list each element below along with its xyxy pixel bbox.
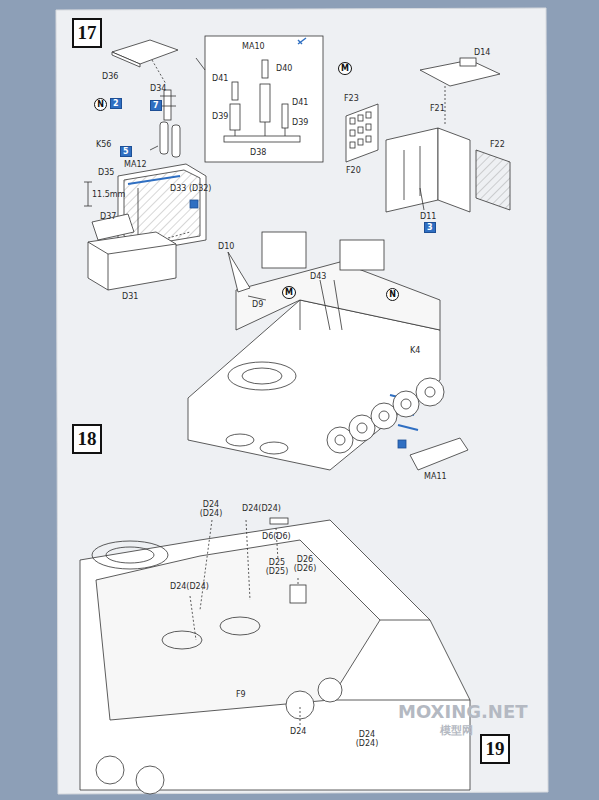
part-number: MA11 <box>424 472 447 481</box>
sequence-circle: N <box>94 98 107 111</box>
part-number: D24(D24) <box>170 582 209 591</box>
part-number: D24(D24) <box>242 504 281 513</box>
part-number: MA10 <box>242 42 265 51</box>
part-number: K4 <box>410 346 420 355</box>
sub-step-badge: 3 <box>424 222 436 233</box>
step-number-box: 18 <box>72 424 102 454</box>
part-number: D43 <box>310 272 326 281</box>
sub-step-badge: 2 <box>110 98 122 109</box>
part-number: F20 <box>346 166 361 175</box>
step-number: 18 <box>78 428 97 450</box>
part-number: D14 <box>474 48 490 57</box>
part-number: D9 <box>252 300 263 309</box>
paper-sheet <box>56 8 548 794</box>
part-number: D40 <box>276 64 292 73</box>
step-number: N <box>97 100 104 109</box>
step-number: N <box>389 290 396 299</box>
part-number: D24 (D24) <box>196 500 226 518</box>
part-number: D25 (D25) <box>262 558 292 576</box>
part-number: D37 <box>100 212 116 221</box>
part-number: F22 <box>490 140 505 149</box>
step-number: 3 <box>427 223 433 232</box>
part-number: F21 <box>430 104 445 113</box>
step-number: M <box>341 64 349 73</box>
sub-step-badge: 7 <box>150 100 162 111</box>
part-number: MA12 <box>124 160 147 169</box>
part-number: D24 <box>290 727 306 736</box>
part-number: K56 <box>96 140 111 149</box>
sub-step-badge: 5 <box>120 146 132 157</box>
part-number: D33 (D32) <box>170 184 211 193</box>
step-number: 5 <box>123 147 129 156</box>
part-number: D11 <box>420 212 436 221</box>
part-number: D35 <box>98 168 114 177</box>
part-number: D41 <box>212 74 228 83</box>
step-number-box: 17 <box>72 18 102 48</box>
step-number: 2 <box>113 99 119 108</box>
part-number: D26 (D26) <box>290 555 320 573</box>
part-number: D39 <box>292 118 308 127</box>
step-number: 17 <box>78 22 97 44</box>
part-number: D38 <box>250 148 266 157</box>
sequence-circle: M <box>282 286 296 299</box>
watermark: MOXING.NET <box>398 702 527 722</box>
step-number: M <box>285 288 293 297</box>
part-number: F23 <box>344 94 359 103</box>
part-number: D24 (D24) <box>352 730 382 748</box>
part-number: D6(D6) <box>262 532 291 541</box>
part-number: D34 <box>150 84 166 93</box>
part-number: D10 <box>218 242 234 251</box>
part-number: D41 <box>292 98 308 107</box>
sequence-circle: N <box>386 288 399 301</box>
part-number: D31 <box>122 292 138 301</box>
step-number: 19 <box>486 738 505 760</box>
part-number: D39 <box>212 112 228 121</box>
part-number: D36 <box>102 72 118 81</box>
sequence-circle: M <box>338 62 352 75</box>
part-number: F9 <box>236 690 246 699</box>
part-number: 11.5mm <box>92 190 125 199</box>
step-number: 7 <box>153 101 159 110</box>
step-number-box: 19 <box>480 734 510 764</box>
watermark: 模型网 <box>440 724 473 737</box>
